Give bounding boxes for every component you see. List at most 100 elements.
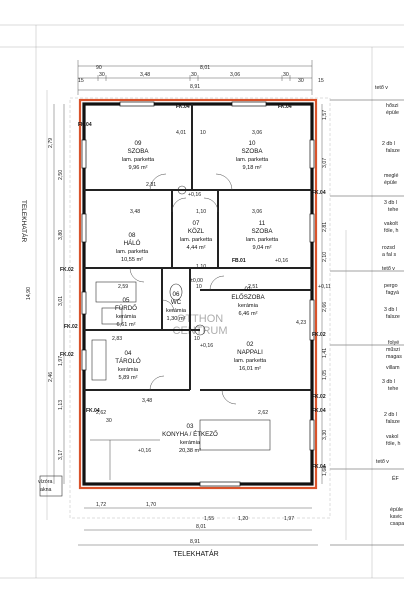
- svg-text:rozsd: rozsd: [382, 245, 395, 251]
- room-name: KONYHA / ÉTKEZŐ: [162, 431, 218, 438]
- dim-top-306: 3,06: [230, 72, 240, 78]
- dim-top-90: 90: [96, 65, 102, 71]
- fixtures: [90, 185, 271, 480]
- room-floor: kerámia: [180, 440, 201, 446]
- room-name: SZOBA: [242, 148, 264, 155]
- svg-text:falsze: falsze: [386, 314, 400, 320]
- svg-text:ÉF: ÉF: [392, 475, 400, 482]
- telekhatar-left: TELEKHATÁR: [20, 200, 29, 242]
- svg-text:2,62: 2,62: [258, 410, 268, 416]
- svg-text:1,10: 1,10: [196, 209, 206, 215]
- svg-text:FK.02: FK.02: [312, 332, 326, 338]
- svg-text:fagyá: fagyá: [386, 290, 399, 296]
- room-number: 07: [193, 220, 200, 227]
- svg-text:10: 10: [194, 336, 200, 342]
- dim-top-15a: 15: [78, 78, 84, 84]
- svg-text:a fal s: a fal s: [382, 252, 396, 258]
- svg-text:1,57: 1,57: [322, 110, 328, 120]
- right-dimensions: 1,57 3,07 2,81 2,10 2,66 1,41 1,05 3,30 …: [321, 104, 328, 484]
- level-mark: +0,16: [138, 448, 151, 454]
- level-mark: +0,11: [318, 284, 331, 290]
- bottom-dimensions: 1,72 1,70 1,55 1,20 1,97 8,01 8,91 TELEK…: [78, 502, 318, 558]
- svg-text:hőszi: hőszi: [386, 103, 398, 109]
- svg-text:8,91: 8,91: [190, 539, 200, 545]
- svg-text:fóle, h: fóle, h: [386, 441, 400, 447]
- room-01: 01 ELŐSZOBA kerámia 6,46 m²: [231, 286, 265, 317]
- svg-text:1,41: 1,41: [322, 348, 328, 358]
- dim-top-15b: 15: [318, 78, 324, 84]
- room-floor: lam. parketta: [234, 358, 267, 364]
- dim-top-891: 8,91: [190, 84, 200, 90]
- room-number: 03: [187, 423, 194, 430]
- dim-top-30a: 30: [99, 72, 105, 78]
- level-mark: +0,16: [200, 343, 213, 349]
- svg-text:FK.04: FK.04: [312, 190, 326, 196]
- side-notes: tető v hőszi épüle 2 db l falsze meglé é…: [375, 85, 404, 527]
- room-floor: kerámia: [118, 367, 139, 373]
- room-area: 6,46 m²: [239, 311, 258, 317]
- room-name: ELŐSZOBA: [231, 294, 265, 301]
- svg-text:folyé: folyé: [388, 340, 399, 346]
- svg-text:tehe: tehe: [388, 207, 398, 213]
- svg-text:3,80: 3,80: [58, 230, 64, 240]
- room-area: 20,38 m²: [179, 448, 201, 454]
- svg-text:1,68: 1,68: [322, 466, 328, 476]
- svg-text:1,70: 1,70: [146, 502, 156, 508]
- room-name: HÁLÓ: [124, 240, 141, 247]
- svg-text:műszi: műszi: [386, 347, 400, 353]
- room-name: FÜRDŐ: [115, 305, 137, 312]
- svg-text:fóle, h: fóle, h: [384, 228, 398, 234]
- room-area: 4,44 m²: [187, 245, 206, 251]
- svg-text:FK.04: FK.04: [78, 122, 92, 128]
- svg-text:3 db l: 3 db l: [384, 307, 397, 313]
- room-floor: kerámia: [238, 303, 259, 309]
- level-marks: +0,16 +0,16 ±0,00 +0,16 +0,16 +0,11 FB.0…: [138, 192, 331, 454]
- svg-text:FK.02: FK.02: [60, 267, 74, 273]
- insulation-outline: [78, 98, 318, 490]
- svg-text:tető v: tető v: [382, 266, 395, 272]
- room-floor: lam. parketta: [122, 157, 155, 163]
- svg-text:3,30: 3,30: [322, 430, 328, 440]
- room-floor: lam. parketta: [180, 237, 213, 243]
- svg-text:FK.02: FK.02: [64, 324, 78, 330]
- dim-top-348: 3,48: [140, 72, 150, 78]
- room-05: 05 FÜRDŐ kerámia 6,61 m²: [115, 297, 137, 328]
- water-meter: vízóra akna: [38, 475, 63, 497]
- door-swings: [129, 173, 237, 405]
- svg-text:1,05: 1,05: [322, 370, 328, 380]
- room-floor: lam. parketta: [236, 157, 269, 163]
- room-area: 9,04 m²: [253, 245, 272, 251]
- svg-text:pergo: pergo: [384, 283, 398, 289]
- svg-text:1,20: 1,20: [238, 516, 248, 522]
- fb-label: FB.01: [232, 258, 246, 264]
- svg-text:CENTRUM: CENTRUM: [173, 325, 228, 337]
- room-area: 16,01 m²: [239, 366, 261, 372]
- room-10: 10 SZOBA lam. parketta 9,18 m²: [236, 140, 269, 171]
- svg-text:1,72: 1,72: [96, 502, 106, 508]
- svg-text:1,10: 1,10: [196, 264, 206, 270]
- svg-text:4,23: 4,23: [296, 320, 306, 326]
- room-area: 1,30 m²: [167, 316, 186, 322]
- room-name: SZOBA: [128, 148, 150, 155]
- room-02: 02 NAPPALI lam. parketta 16,01 m²: [234, 341, 267, 372]
- room-06: 06 WC kerámia 1,30 m²: [166, 291, 187, 322]
- svg-text:2 db l: 2 db l: [384, 412, 397, 418]
- svg-text:3,48: 3,48: [142, 398, 152, 404]
- room-name: NAPPALI: [237, 349, 263, 356]
- svg-text:3,07: 3,07: [322, 158, 328, 168]
- svg-text:FK.04: FK.04: [312, 408, 326, 414]
- level-mark: +0,16: [275, 258, 288, 264]
- svg-text:3 db l: 3 db l: [382, 379, 395, 385]
- telekhatar-bottom: TELEKHATÁR: [173, 549, 218, 558]
- svg-text:3,06: 3,06: [252, 209, 262, 215]
- room-area: 10,55 m²: [121, 257, 143, 263]
- room-floor: kerámia: [116, 314, 137, 320]
- room-floor: lam. parketta: [246, 237, 279, 243]
- svg-text:tető v: tető v: [375, 85, 388, 91]
- exterior-wall: [82, 102, 314, 486]
- svg-text:vakolt: vakolt: [384, 221, 398, 227]
- svg-text:FK.04: FK.04: [86, 408, 100, 414]
- svg-text:10: 10: [200, 130, 206, 136]
- svg-text:2,10: 2,10: [322, 252, 328, 262]
- svg-text:30: 30: [106, 418, 112, 424]
